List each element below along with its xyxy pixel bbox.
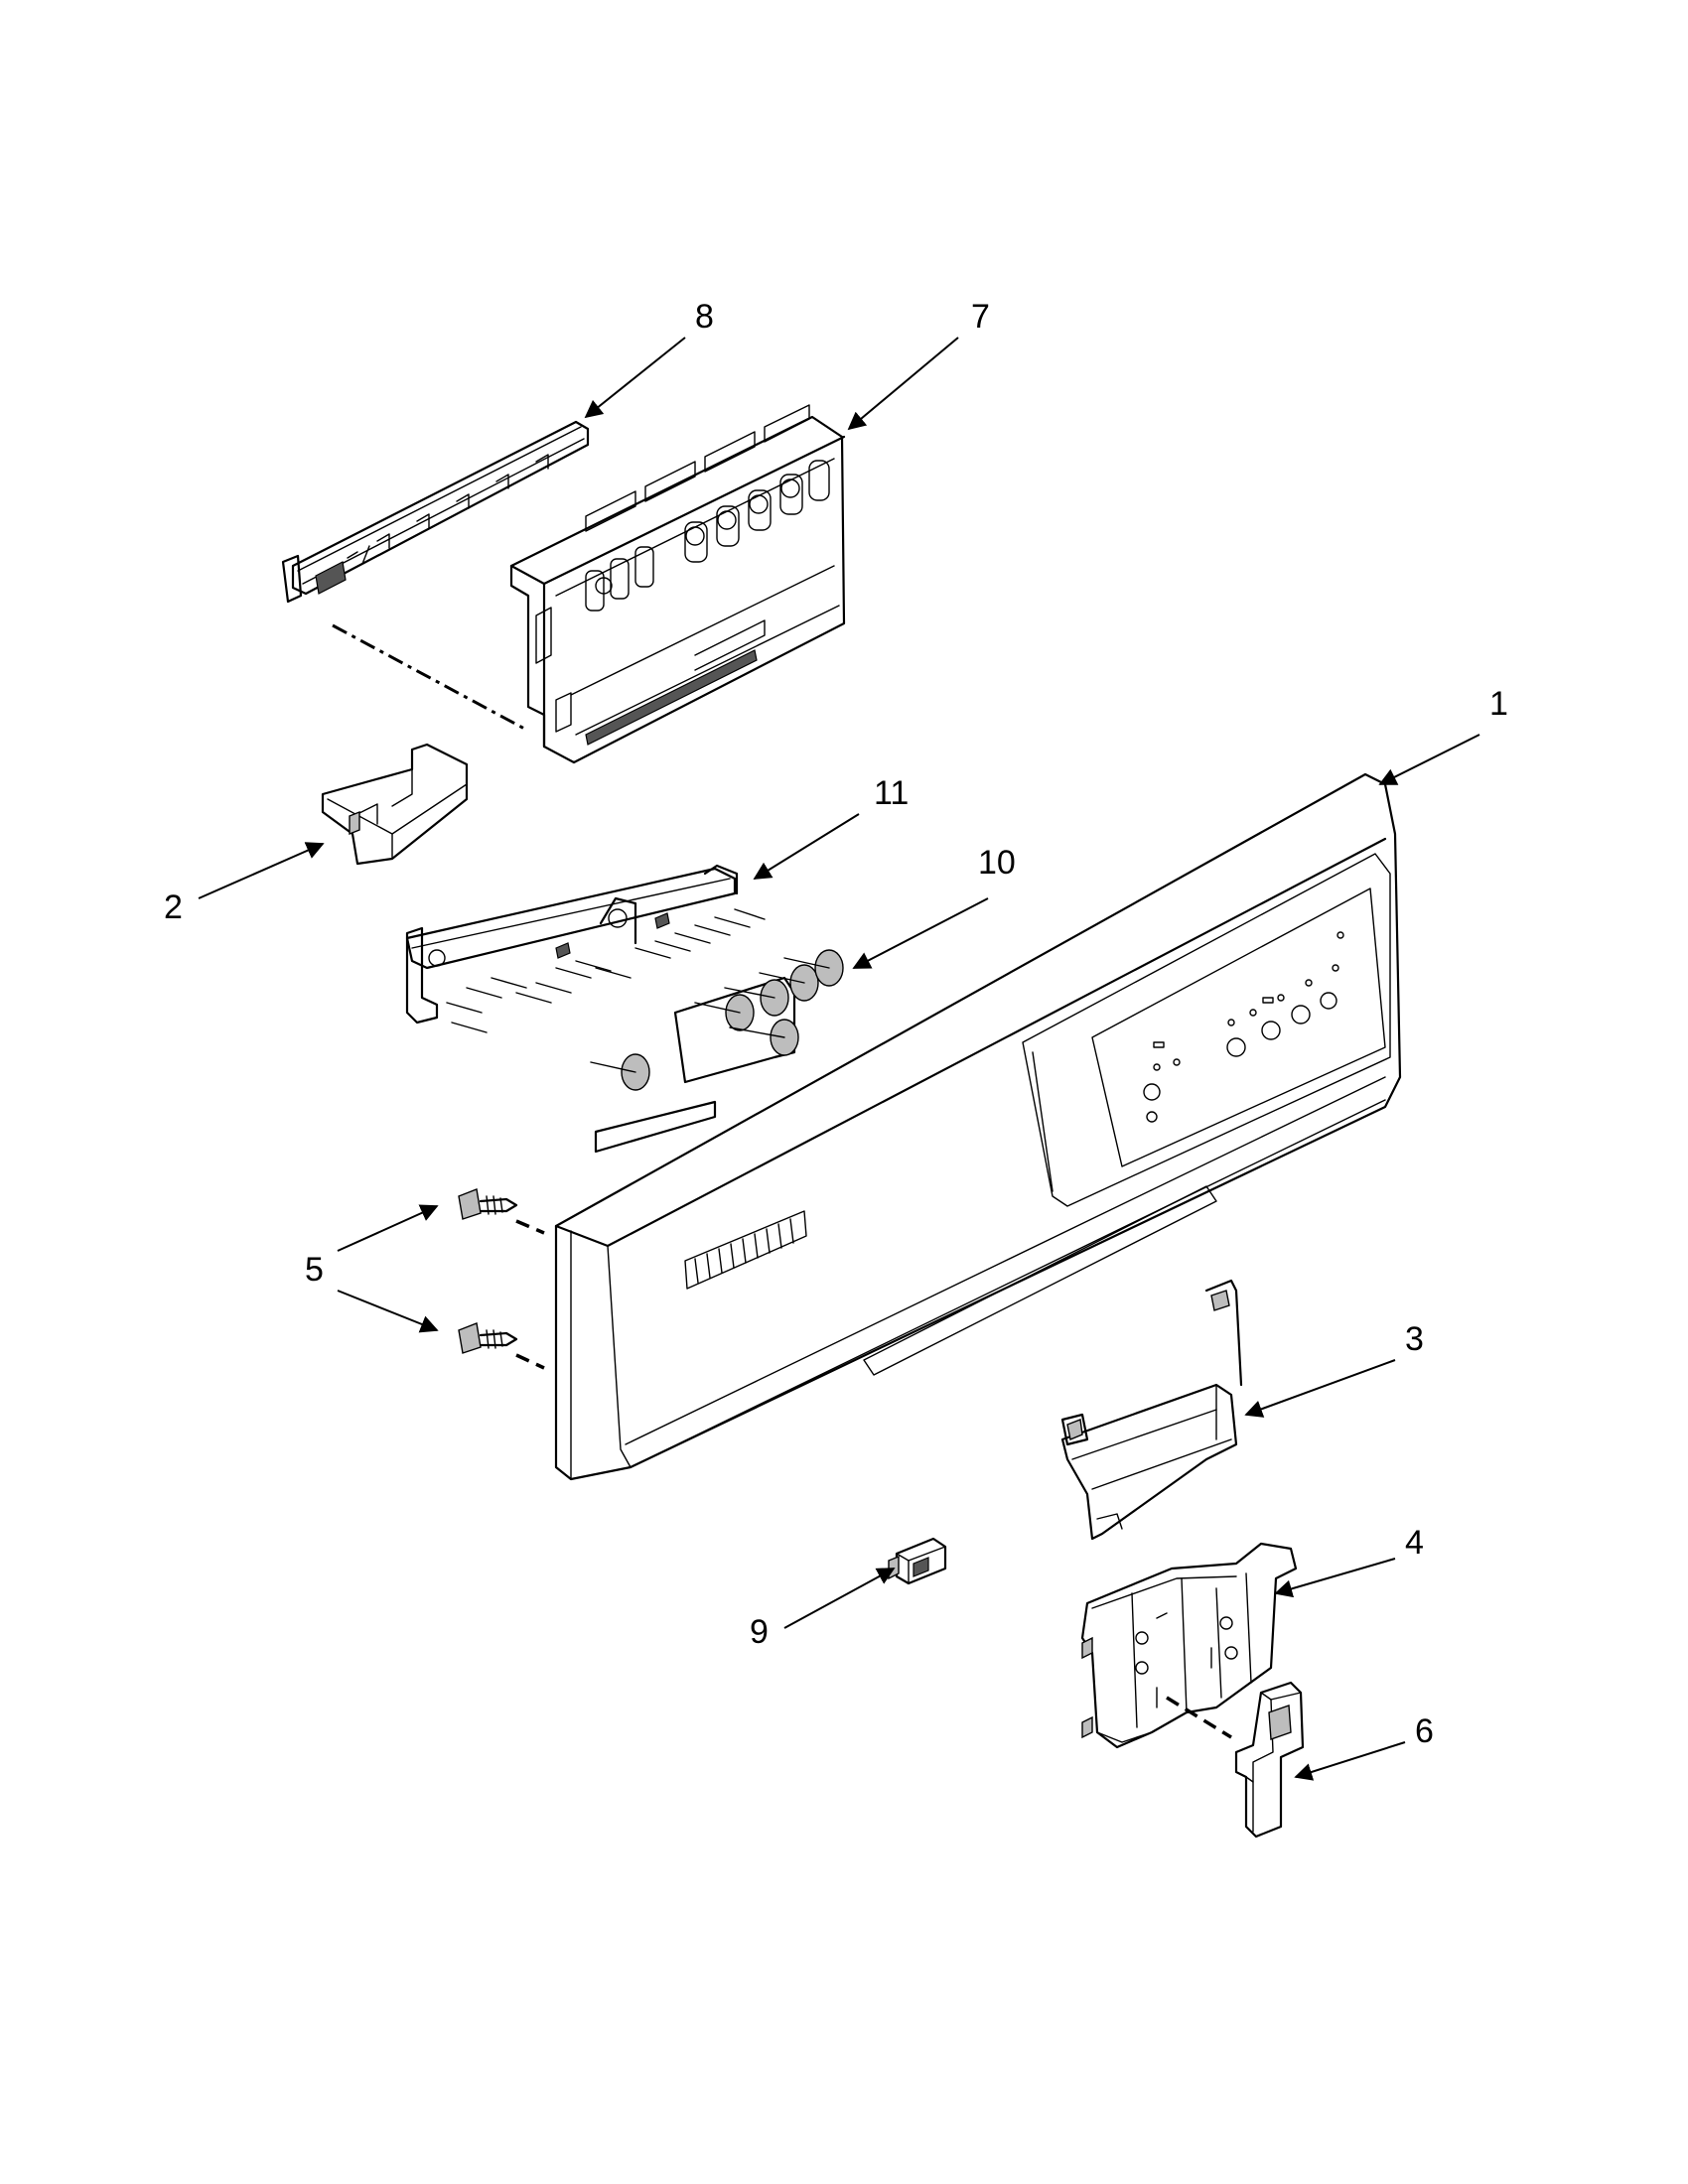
part-8-terminal-bracket [281, 420, 590, 604]
callout-2: 2 [164, 888, 183, 926]
callout-6: 6 [1415, 1712, 1434, 1750]
screw-dash-line-lower [515, 1353, 545, 1370]
callout-11: 11 [874, 774, 909, 812]
part-2-bracket [321, 743, 469, 866]
callout-1: 1 [1489, 685, 1508, 723]
callout-8: 8 [695, 298, 714, 336]
callout-10: 10 [978, 844, 1016, 882]
part-9-switch [888, 1537, 947, 1585]
callout-7: 7 [971, 298, 990, 336]
screw-dash-line-upper [515, 1219, 545, 1235]
part-7-control-module [509, 404, 846, 764]
part-3-latch-bracket [1060, 1279, 1243, 1541]
callout-3: 3 [1405, 1320, 1424, 1358]
assembly-dash-line-8-7 [332, 623, 527, 732]
part-5-screws [458, 1188, 518, 1354]
part-1-console-panel [554, 772, 1402, 1481]
latch-dash-line [1166, 1696, 1232, 1739]
part-6-latch-clip [1234, 1681, 1305, 1839]
part-10-buttons [590, 949, 844, 1154]
callout-4: 4 [1405, 1524, 1424, 1562]
callout-9: 9 [750, 1613, 769, 1651]
part-11-actuator-bar [405, 864, 766, 1033]
part-4-latch-assembly [1080, 1542, 1298, 1749]
leader-arrows [198, 337, 1480, 1781]
callout-5: 5 [305, 1251, 324, 1289]
